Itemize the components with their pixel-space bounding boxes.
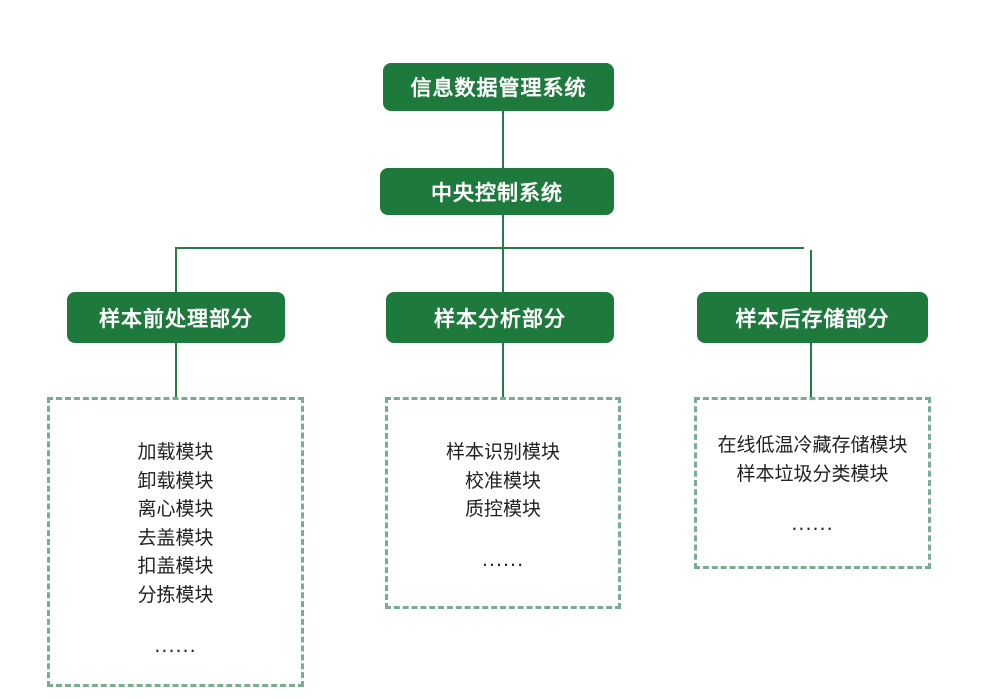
branch-bus-line [176,247,804,249]
preprocessing-modules-box: 加载模块 卸载模块 离心模块 去盖模块 扣盖模块 分拣模块 ...... [47,397,304,687]
connector-line [502,111,504,168]
module-item: 扣盖模块 [137,555,214,578]
analysis-node: 样本分析部分 [386,292,614,343]
connector-line [502,343,504,398]
info-data-management-node: 信息数据管理系统 [383,63,614,111]
storage-modules-box: 在线低温冷藏存储模块 样本垃圾分类模块 ...... [694,397,931,569]
connector-line [175,247,177,292]
central-control-node: 中央控制系统 [380,168,614,215]
module-item: 加载模块 [137,441,214,463]
more-ellipsis: ...... [481,548,525,571]
storage-node: 样本后存储部分 [697,292,928,343]
module-item: 去盖模块 [137,526,214,549]
more-ellipsis: ...... [154,634,197,657]
module-item: 在线低温冷藏存储模块 [717,434,908,456]
connector-line [175,343,177,398]
module-item: 分拣模块 [137,583,214,606]
connector-line [810,343,812,398]
analysis-modules-box: 样本识别模块 校准模块 质控模块 ...... [385,397,621,609]
module-item: 离心模块 [137,498,214,521]
module-item: 校准模块 [464,469,541,492]
more-ellipsis: ...... [791,513,834,536]
module-item: 样本识别模块 [445,441,560,463]
preprocessing-node: 样本前处理部分 [67,292,285,343]
connector-line [810,250,812,292]
module-item: 样本垃圾分类模块 [736,462,889,485]
connector-line [502,215,504,292]
module-item: 质控模块 [464,498,541,521]
module-item: 卸载模块 [137,469,214,492]
